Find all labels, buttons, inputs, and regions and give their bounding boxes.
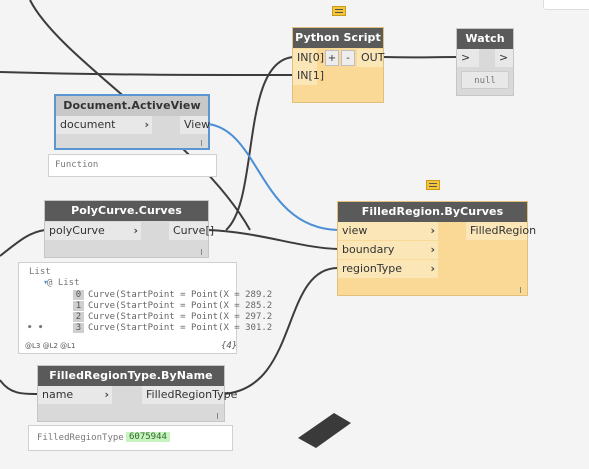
collapse-arrow-icon[interactable]: ▾ <box>43 278 49 288</box>
node-title: Watch <box>457 29 513 49</box>
port-label: view <box>342 224 368 237</box>
resize-grip-icon[interactable] <box>201 140 204 146</box>
wire-left-to-name <box>0 379 39 396</box>
chevron-right-icon: › <box>430 224 435 237</box>
chevron-right-icon: › <box>430 262 435 275</box>
regiontype-preview: FilledRegionType 6075944 <box>28 425 233 451</box>
port-curve-list[interactable]: Curve[] <box>169 222 214 240</box>
watch-node[interactable]: Watch > > null <box>456 28 514 96</box>
port-filledregion[interactable]: FilledRegion <box>466 222 536 240</box>
port-polycurve[interactable]: polyCurve › <box>45 222 141 240</box>
wire-left-to-polycurve <box>0 229 46 257</box>
port-label: regionType <box>342 262 403 275</box>
chevron-right-icon: › <box>144 118 149 131</box>
port-label: document <box>60 118 116 131</box>
geometry-shape <box>298 413 351 448</box>
list-count: {4} <box>221 341 238 351</box>
node-title: FilledRegionType.ByName <box>38 366 224 386</box>
add-input-button[interactable]: + <box>325 50 339 66</box>
wire-curve-to-python-in0 <box>225 56 295 231</box>
docview-preview: Function <box>48 154 217 177</box>
chevron-right-icon: › <box>104 388 109 401</box>
chevron-right-icon: › <box>430 243 435 256</box>
preview-text: Function <box>55 160 99 170</box>
top-right-control[interactable] <box>543 0 589 10</box>
resize-grip-icon[interactable] <box>520 287 523 293</box>
preview-id-value: 6075944 <box>126 432 170 442</box>
node-title: PolyCurve.Curves <box>45 201 208 221</box>
port-out[interactable]: OUT <box>357 49 384 67</box>
port-name[interactable]: name › <box>38 386 112 404</box>
resize-grip-icon[interactable] <box>217 413 220 419</box>
port-boundary[interactable]: boundary › <box>338 241 438 259</box>
port-in1[interactable]: IN[1] <box>293 67 324 85</box>
wire-view-to-view[interactable] <box>207 123 339 231</box>
watch-value: null <box>461 71 509 89</box>
port-regiontype[interactable]: regionType › <box>338 260 438 278</box>
node-title: FilledRegion.ByCurves <box>338 202 527 222</box>
port-view[interactable]: View <box>180 116 210 134</box>
port-document[interactable]: document › <box>56 116 152 134</box>
port-in0[interactable]: IN[0] <box>293 49 324 67</box>
wire-curve-to-boundary[interactable] <box>207 229 339 250</box>
watch-out-port[interactable]: > <box>495 49 513 67</box>
resize-grip-icon[interactable] <box>201 249 204 255</box>
remove-input-button[interactable]: - <box>341 50 355 66</box>
list-root-label: List <box>29 267 51 277</box>
port-label: polyCurve <box>49 224 105 237</box>
port-view-input[interactable]: view › <box>338 222 438 240</box>
note-icon[interactable] <box>332 6 350 20</box>
wire-left-to-python-in1 <box>0 71 295 76</box>
document-activeview-node[interactable]: Document.ActiveView document › View <box>54 94 210 150</box>
filledregion-bycurves-node[interactable]: FilledRegion.ByCurves view › boundary › re… <box>337 201 536 296</box>
filledregiontype-byname-node[interactable]: FilledRegionType.ByName name › FilledRegi… <box>37 365 237 422</box>
watch-in-port[interactable]: > <box>457 49 479 67</box>
python-script-node[interactable]: Python Script IN[0] IN[1] + - OUT <box>292 27 384 103</box>
list-levels: @L3 @L2 @L1 <box>25 342 76 350</box>
port-label: boundary <box>342 243 395 256</box>
node-title: Document.ActiveView <box>56 96 208 116</box>
polycurve-curves-node[interactable]: PolyCurve.Curves polyCurve › Curve[] <box>44 200 214 258</box>
note-icon[interactable] <box>426 180 444 194</box>
node-title: Python Script <box>293 28 383 48</box>
port-filledregiontype[interactable]: FilledRegionType <box>142 386 237 404</box>
preview-type-label: FilledRegionType <box>37 433 124 443</box>
list-sub-label: @ List <box>47 278 80 288</box>
more-dots-icon: • • <box>27 323 44 333</box>
port-label: name <box>42 388 74 401</box>
chevron-right-icon: › <box>133 224 138 237</box>
